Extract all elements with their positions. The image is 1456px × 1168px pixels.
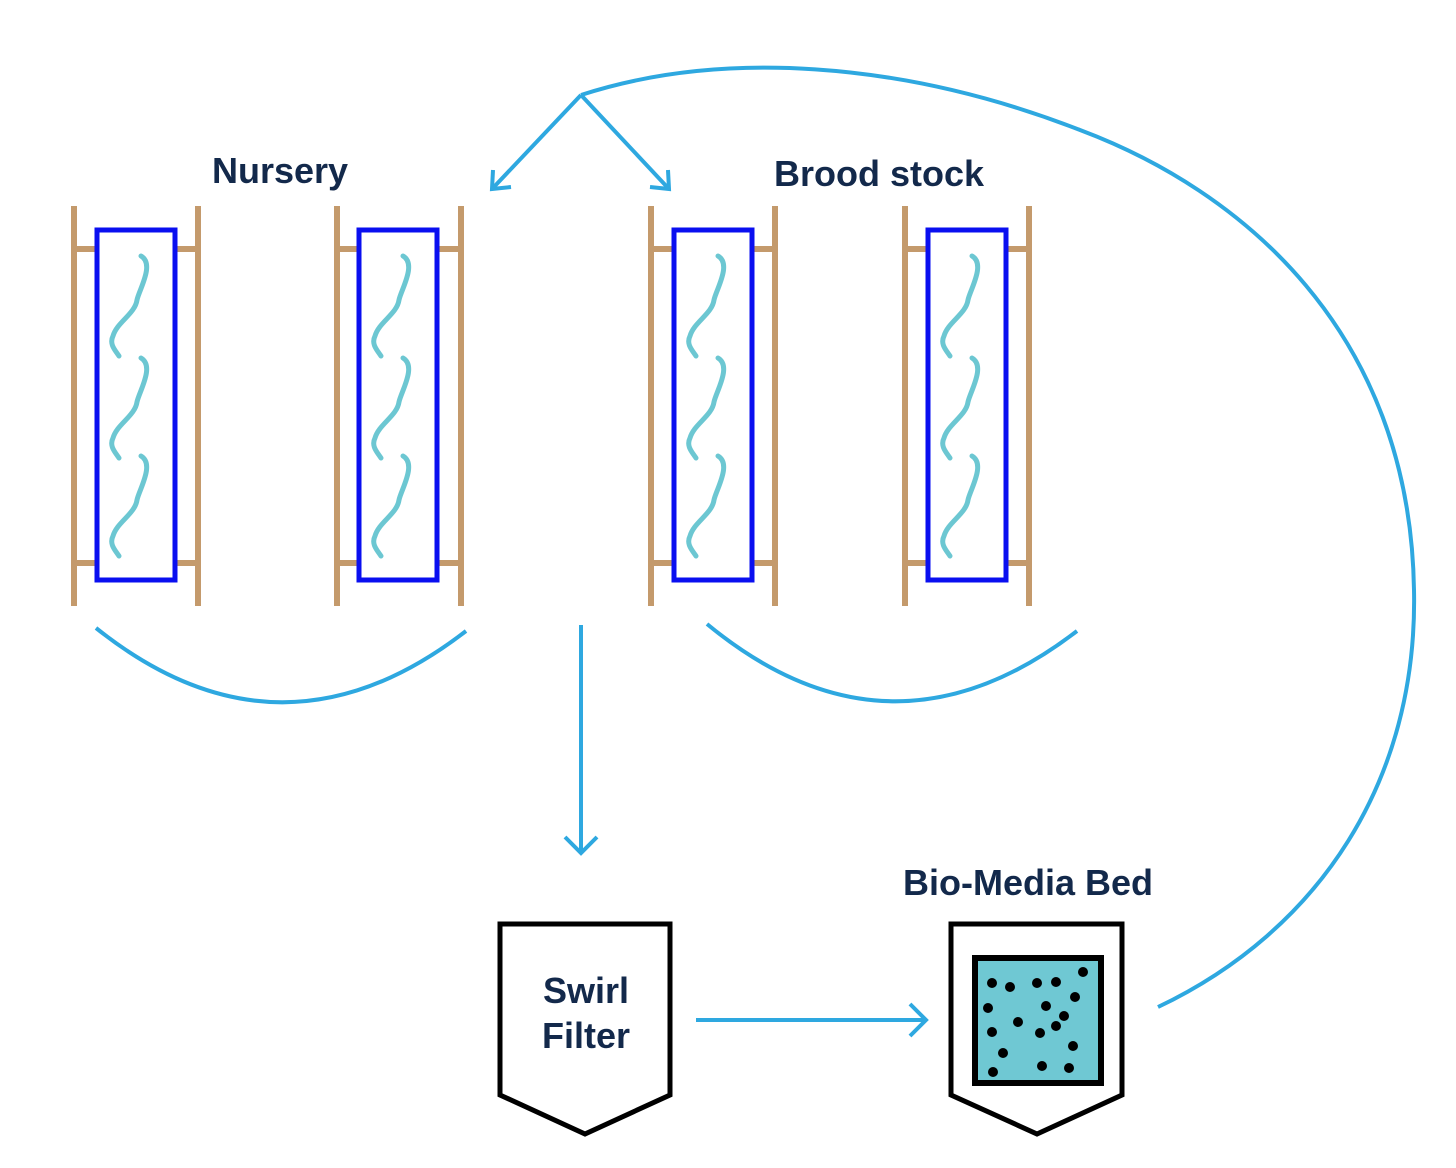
swirl-filter-line1: Swirl — [542, 970, 630, 1011]
tower-nursery-2 — [334, 206, 464, 606]
tower-brood-stock-1 — [648, 206, 778, 606]
swirl-filter-box — [497, 921, 673, 1137]
brood-stock-label: Brood stock — [774, 153, 985, 194]
bio-media-particles — [983, 967, 1088, 1077]
return-loop-arrow — [580, 65, 1417, 1009]
drain-arrow — [563, 625, 599, 856]
filter-to-biomedia-arrow — [696, 1002, 929, 1038]
swirl-filter-label: Swirl Filter — [500, 968, 672, 1058]
swirl-filter-line2: Filter — [541, 1015, 630, 1056]
nursery-collection-arc — [94, 626, 468, 705]
distribution-split-arrows — [489, 93, 672, 192]
tower-nursery-1 — [71, 206, 201, 606]
bio-media-bed-label: Bio-Media Bed — [903, 862, 1154, 903]
tower-brood-stock-2 — [902, 206, 1032, 606]
bio-media-bed-box — [948, 921, 1125, 1137]
nursery-label: Nursery — [212, 150, 349, 191]
brood-stock-collection-arc — [705, 622, 1079, 704]
